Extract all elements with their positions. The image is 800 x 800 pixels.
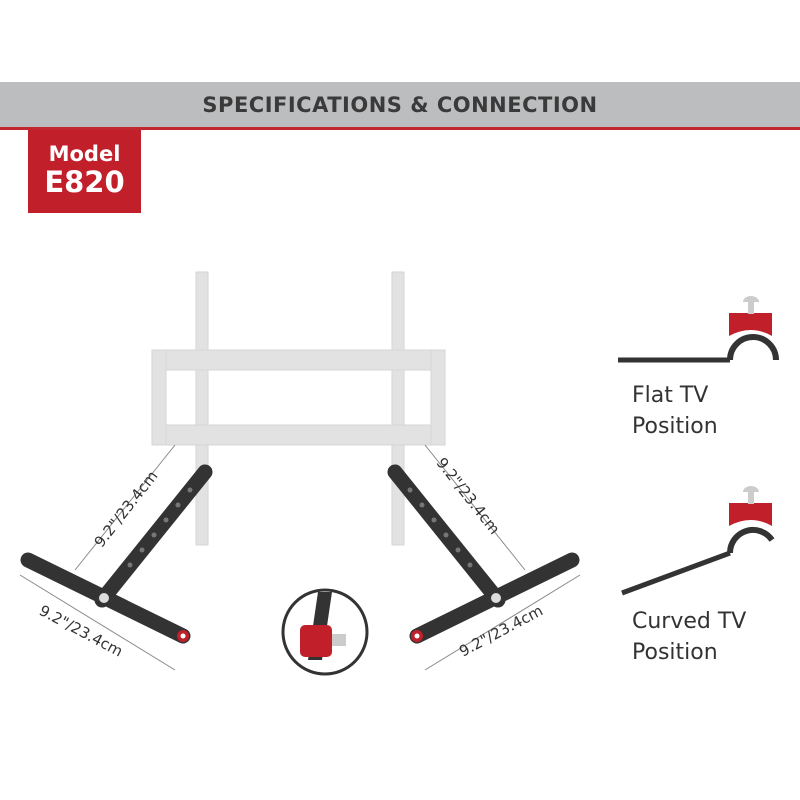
section-header: SPECIFICATIONS & CONNECTION [0, 82, 800, 130]
knob-detail-inset [281, 588, 369, 676]
curved-tv-position-label: Curved TV Position [632, 606, 746, 668]
right-bracket-arm [387, 444, 581, 671]
left-bracket-arm [19, 444, 213, 671]
curved-line2: Position [632, 640, 718, 665]
model-number: E820 [44, 165, 125, 199]
tv-wall-mount [151, 271, 446, 546]
section-title: SPECIFICATIONS & CONNECTION [202, 92, 598, 117]
curved-line1: Curved TV [632, 609, 747, 634]
model-badge: Model E820 [28, 130, 141, 213]
flat-line2: Position [632, 414, 718, 439]
flat-tv-position-icon [618, 296, 779, 363]
curved-tv-position-icon [621, 486, 775, 596]
flat-tv-position-label: Flat TV Position [632, 380, 718, 442]
model-label: Model [48, 142, 121, 166]
flat-line1: Flat TV [632, 383, 709, 408]
